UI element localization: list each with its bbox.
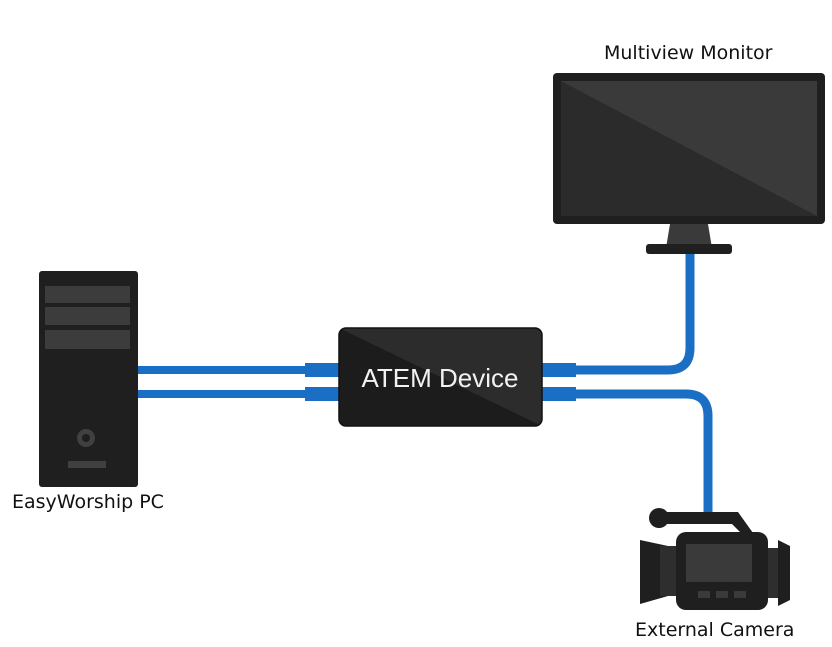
cable-pc-to-atem-1 [136,363,341,377]
cable-pc-to-atem-2 [136,387,341,401]
camera-icon [640,508,790,610]
pc-tower-icon [39,271,138,487]
camera-label: External Camera [635,619,795,641]
monitor-icon [553,73,825,254]
atem-device-label: ATEM Device [362,363,519,393]
pc-label: EasyWorship PC [12,491,164,513]
atem-device: ATEM Device [338,327,543,427]
cable-atem-to-camera [540,387,713,520]
monitor-label: Multiview Monitor [604,42,773,64]
cable-atem-to-monitor [540,250,695,377]
